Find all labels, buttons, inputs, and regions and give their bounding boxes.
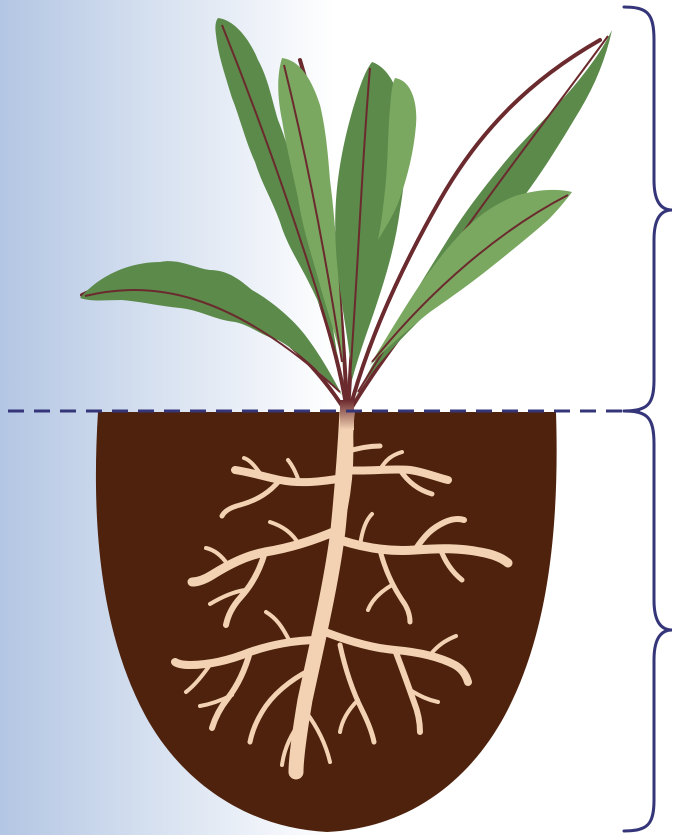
stem-base (340, 400, 354, 430)
shoot-brace (624, 7, 672, 411)
root-brace (624, 411, 672, 831)
